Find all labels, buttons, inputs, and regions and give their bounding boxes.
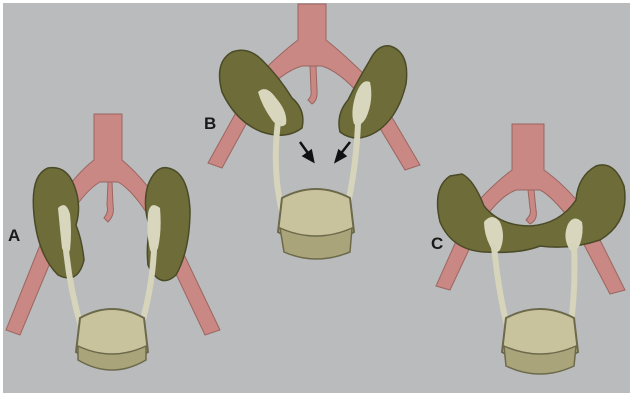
panel-b-label: B xyxy=(204,114,216,133)
panel-a-bladder xyxy=(76,309,148,370)
panel-a-label: A xyxy=(8,226,20,245)
panel-c-bladder xyxy=(502,309,578,374)
panel-b-bladder xyxy=(278,189,354,259)
panel-c-label: C xyxy=(431,234,443,253)
